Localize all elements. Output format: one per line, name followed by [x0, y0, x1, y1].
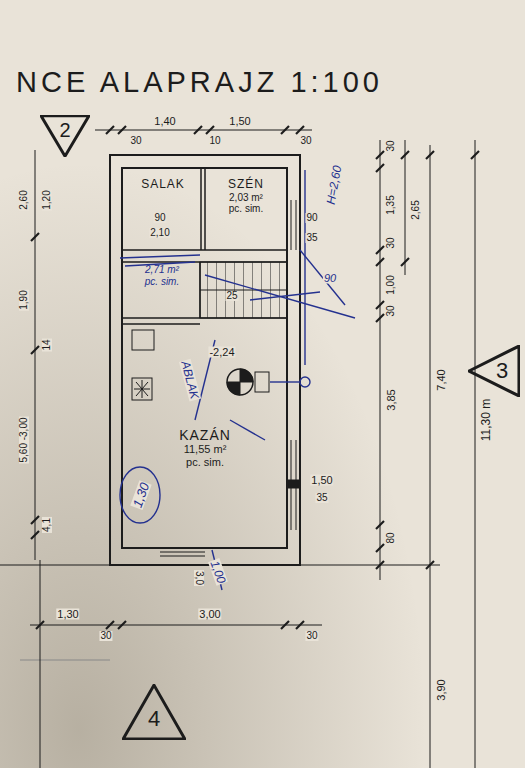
dimension-label: 1,20 — [42, 189, 52, 210]
section-marker: 3 — [468, 345, 520, 397]
section-number: 3 — [496, 358, 508, 383]
room-label: 2,71 m²pc. sim. — [124, 264, 200, 290]
section-number: 2 — [59, 119, 70, 142]
handwritten-note: H=2,60 — [325, 164, 344, 206]
dimension-label: -2,24 — [208, 347, 235, 358]
room-info: pc. sim. — [229, 203, 263, 215]
drawing-title: NCE ALAPRAJZ 1:100 — [16, 66, 383, 99]
dimension-label: 1,90 — [19, 289, 29, 310]
room-name: 2,71 m² — [145, 264, 179, 276]
dimension-label: 90 — [305, 213, 318, 223]
dimension-label: 3,90 — [436, 678, 447, 701]
dimension-label: 30 — [129, 136, 142, 146]
dimension-label: 35 — [315, 493, 328, 503]
dimension-label: 1,00 — [386, 274, 396, 295]
handwritten-note: ABLAK — [179, 359, 201, 401]
dimension-label: 14 — [42, 338, 52, 351]
dimension-label: 1,30 — [56, 609, 79, 620]
dimension-label: 90 — [153, 213, 166, 223]
dimension-label: 2,65 — [411, 199, 421, 220]
dimension-label: 30 — [386, 236, 396, 249]
dimension-label: 3,00 — [198, 609, 221, 620]
dimension-label: 80 — [386, 531, 396, 544]
dimension-label: 25 — [225, 291, 238, 301]
room-label: SALAK — [127, 176, 199, 198]
dimension-label: 30 — [305, 631, 318, 641]
dimension-label: 30 — [386, 304, 396, 317]
dimension-label: 30 — [99, 631, 112, 641]
dimension-label: 7,40 — [436, 368, 447, 391]
room-label: SZÉN2,03 m²pc. sim. — [207, 176, 285, 246]
dimension-label: 5,60 -3,00 — [19, 416, 29, 463]
dimension-label: 3,0 — [194, 570, 204, 586]
dimension-label: 1,35 — [386, 194, 396, 215]
dimension-label: 3,85 — [386, 388, 397, 411]
room-info: pc. sim. — [145, 276, 179, 288]
dimension-label: 1,40 — [153, 116, 176, 127]
dimension-label: 1,50 — [310, 475, 333, 486]
dimension-label: 30 — [386, 139, 396, 152]
marker-triangle — [468, 345, 520, 397]
dimension-label: 11,30 m — [480, 398, 492, 442]
room-info: 11,55 m² — [184, 443, 227, 456]
room-name: SALAK — [141, 178, 185, 192]
handwritten-note: 90 — [323, 273, 337, 284]
dimension-label: 4,1 — [42, 517, 52, 533]
room-label: KAZÁN11,55 m²pc. sim. — [135, 425, 275, 485]
section-number: 4 — [148, 706, 160, 731]
dimension-label: 35 — [305, 233, 318, 243]
handwritten-note: 1,00 — [208, 558, 228, 586]
dimension-label: 2,10 — [149, 228, 170, 238]
room-name: KAZÁN — [179, 427, 231, 443]
room-name: SZÉN — [228, 178, 264, 192]
dimension-label: 1,50 — [228, 116, 251, 127]
handwritten-note: 1,30 — [130, 480, 152, 510]
room-info: 2,03 m² — [229, 192, 263, 204]
room-info: pc. sim. — [186, 456, 224, 469]
dimension-label: 2,60 — [19, 189, 29, 210]
section-marker: 2 — [40, 115, 90, 157]
section-marker: 4 — [122, 684, 186, 740]
dimension-label: 10 — [208, 136, 221, 146]
dimension-label: 30 — [299, 136, 312, 146]
